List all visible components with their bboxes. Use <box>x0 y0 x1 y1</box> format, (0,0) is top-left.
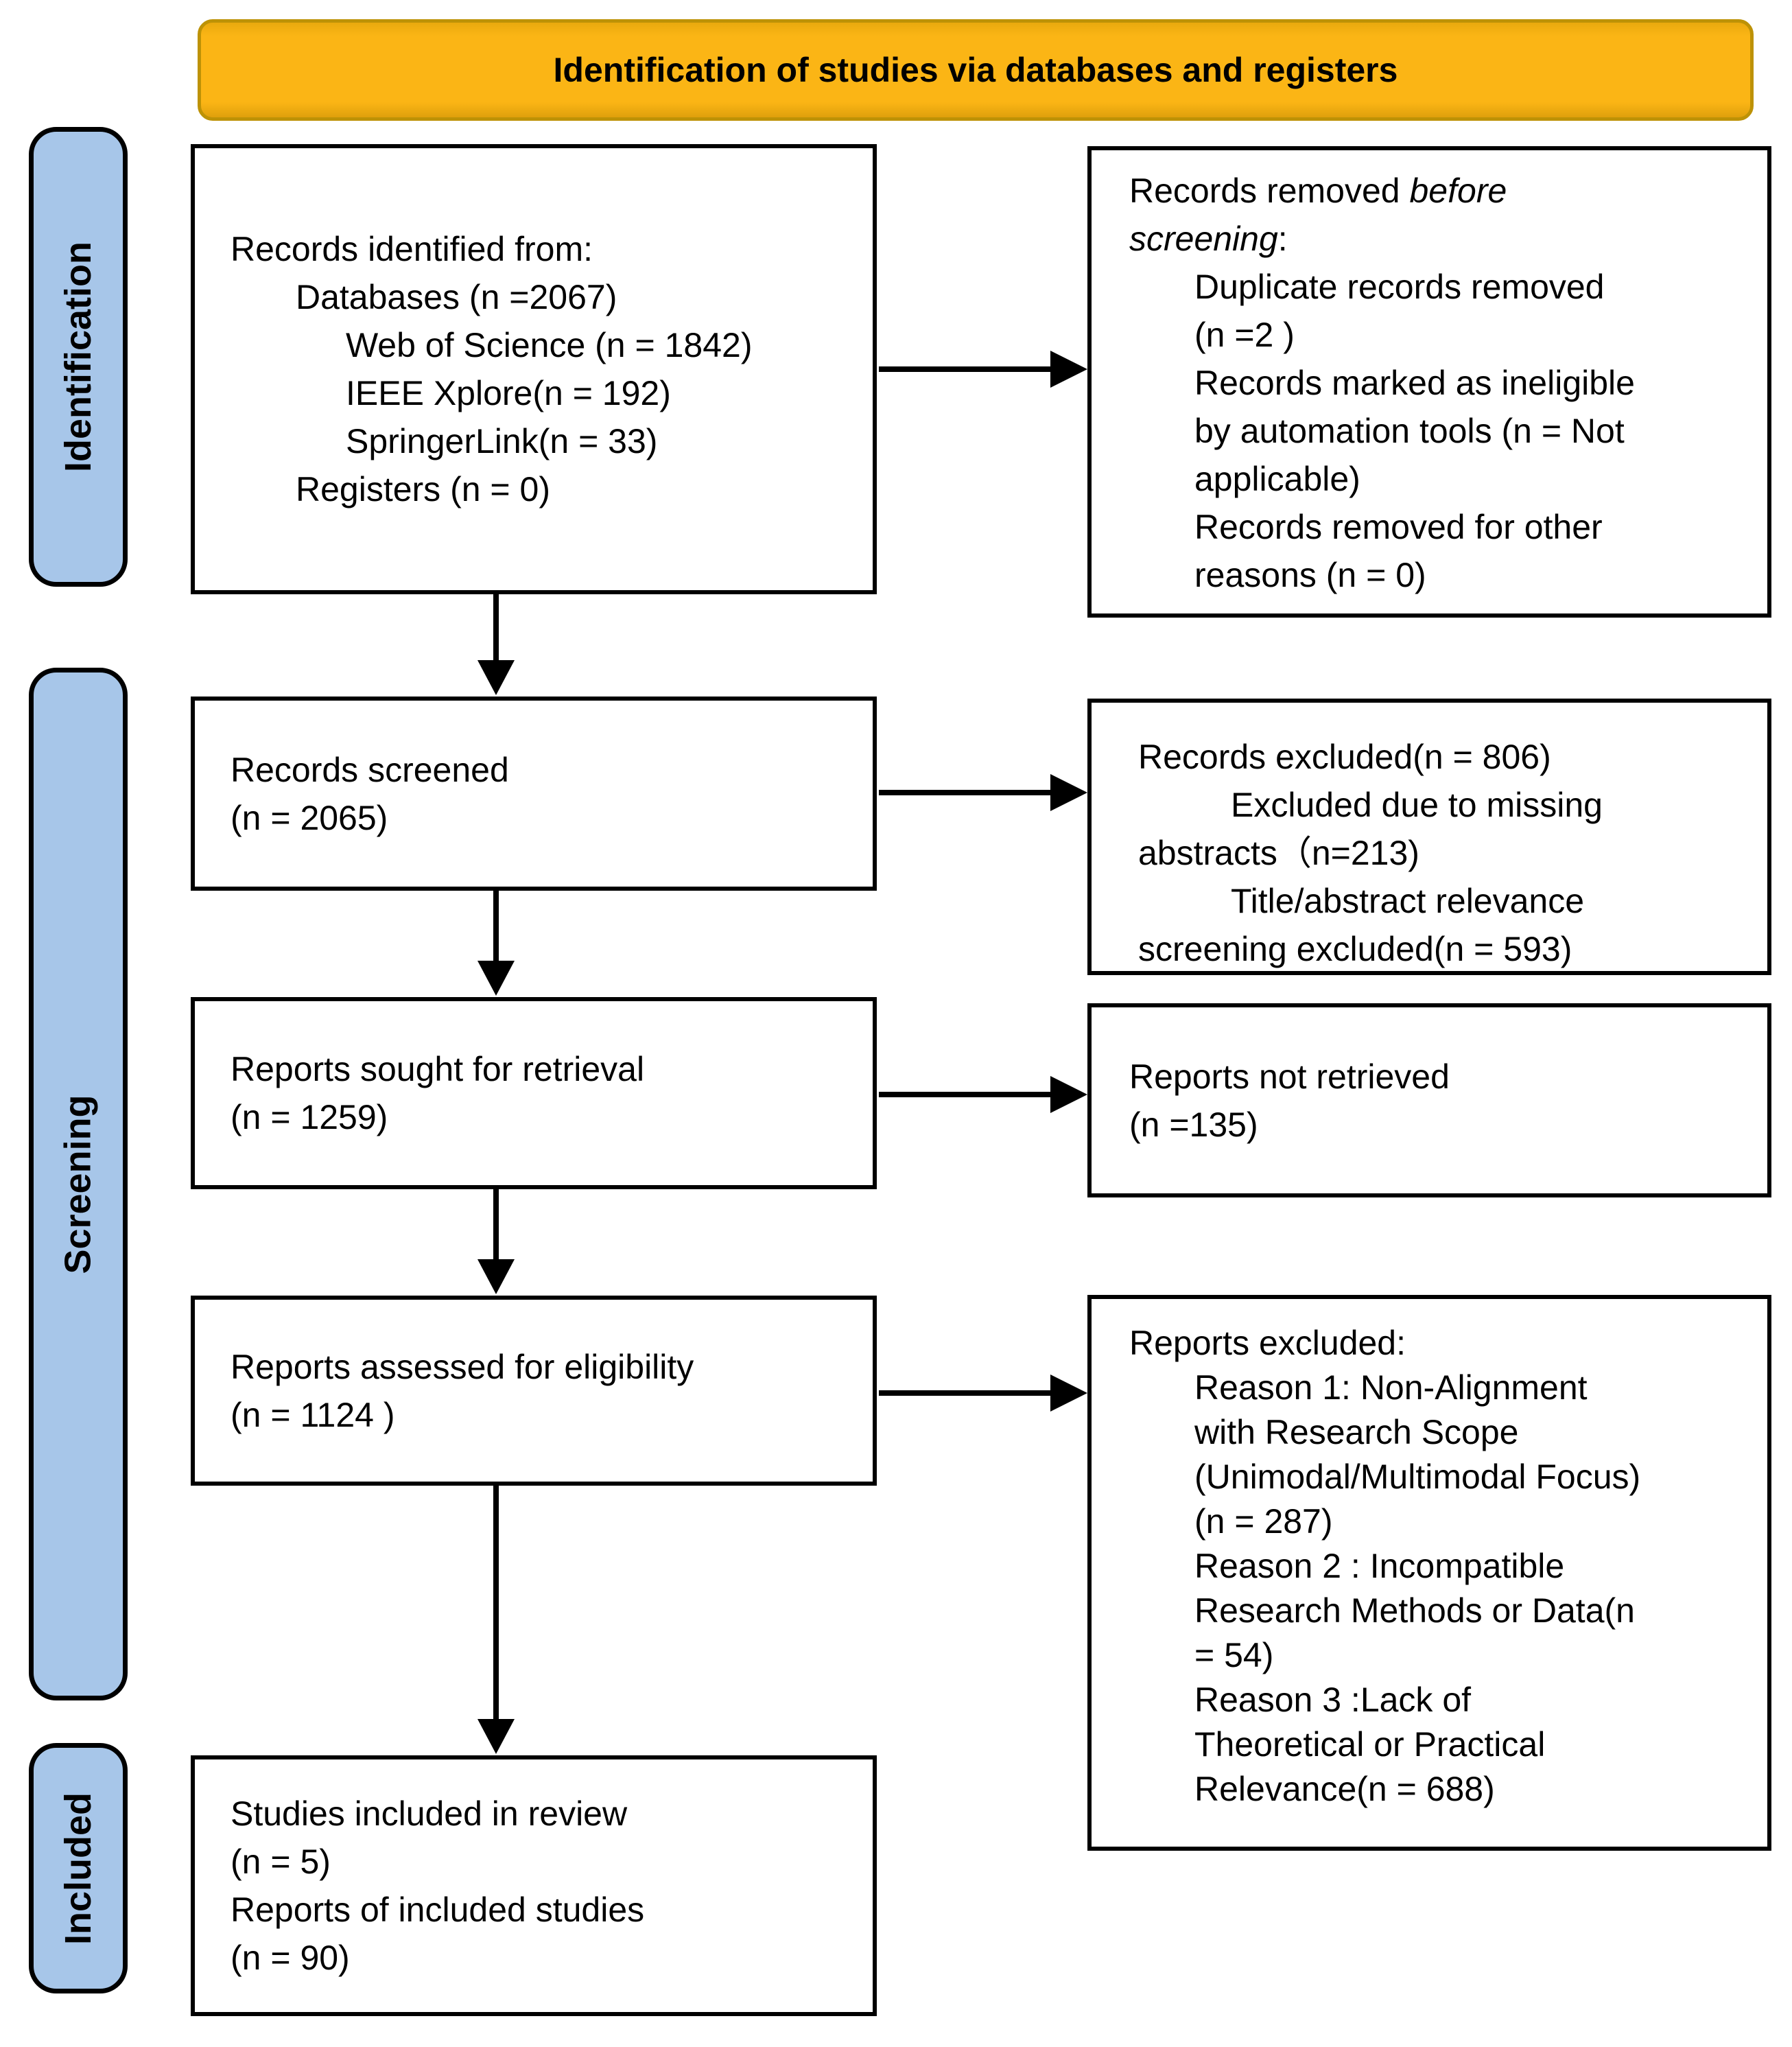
arrow-sought-to-assessed <box>478 1188 515 1294</box>
text-line: Studies included in review <box>231 1794 628 1833</box>
box-records-removed-before-screening: Records removed before screening: Duplic… <box>1087 146 1771 618</box>
text-line: Reports excluded: <box>1129 1324 1406 1362</box>
text-line: screening: <box>1129 220 1288 258</box>
text-line: Excluded due to missing <box>1231 786 1603 824</box>
stage-bar-identification: Identification <box>29 127 128 587</box>
text-line: Reason 3 :Lack of <box>1194 1681 1472 1719</box>
text-line: (n = 287) <box>1194 1502 1333 1541</box>
text-line: Relevance(n = 688) <box>1194 1770 1495 1808</box>
text-line: = 54) <box>1194 1636 1274 1674</box>
text-line: screening excluded(n = 593) <box>1138 930 1572 968</box>
text-line: with Research Scope <box>1194 1413 1519 1451</box>
text-line: applicable) <box>1194 460 1360 498</box>
box-reports-assessed-for-eligibility: Reports assessed for eligibility (n = 11… <box>191 1296 877 1486</box>
text-line: (n =2 ) <box>1194 316 1295 354</box>
text-line: (n =135) <box>1129 1105 1258 1144</box>
text-line: abstracts（n=213) <box>1138 834 1419 872</box>
box-records-screened: Records screened (n = 2065) <box>191 697 877 891</box>
text-line: Research Methods or Data(n <box>1194 1591 1635 1630</box>
arrow-screened-to-sought <box>478 889 515 996</box>
text-line: SpringerLink(n = 33) <box>346 422 658 460</box>
stage-bar-screening: Screening <box>29 668 128 1700</box>
text-line: Registers (n = 0) <box>296 470 550 508</box>
arrow-identified-to-screened <box>478 593 515 695</box>
text-line: IEEE Xplore(n = 192) <box>346 374 671 412</box>
text-line: Reports of included studies <box>231 1891 645 1929</box>
text-line: Records removed before <box>1129 172 1507 210</box>
text-line: Records identified from: <box>231 230 593 268</box>
box-reports-sought-for-retrieval: Reports sought for retrieval (n = 1259) <box>191 997 877 1189</box>
text-line: Reason 2 : Incompatible <box>1194 1547 1565 1585</box>
text-line: Reports sought for retrieval <box>231 1050 645 1088</box>
arrow-screened-to-excluded <box>879 774 1087 811</box>
arrow-assessed-to-reports-excluded <box>879 1375 1087 1412</box>
text-line: (Unimodal/Multimodal Focus) <box>1194 1458 1641 1496</box>
box-records-excluded: Records excluded(n = 806) Excluded due t… <box>1087 699 1771 975</box>
text-line: Title/abstract relevance <box>1231 882 1585 920</box>
text-line: Duplicate records removed <box>1194 268 1605 306</box>
arrow-identified-to-removed <box>879 351 1087 388</box>
text-line: Web of Science (n = 1842) <box>346 326 753 364</box>
box-reports-excluded: Reports excluded: Reason 1: Non-Alignmen… <box>1087 1295 1771 1851</box>
box-studies-included-in-review: Studies included in review (n = 5) Repor… <box>191 1755 877 2016</box>
text-line: Reports assessed for eligibility <box>231 1347 694 1386</box>
text-line: Records excluded(n = 806) <box>1138 738 1551 776</box>
box-reports-not-retrieved: Reports not retrieved (n =135) <box>1087 1003 1771 1197</box>
arrow-sought-to-not-retrieved <box>879 1076 1087 1113</box>
text-line: Records removed for other <box>1194 508 1603 546</box>
text-line: Records marked as ineligible <box>1194 364 1635 402</box>
text-line: reasons (n = 0) <box>1194 556 1426 594</box>
text-line: (n = 90) <box>231 1939 350 1977</box>
text-line: Databases (n =2067) <box>296 278 617 316</box>
box-records-identified: Records identified from: Databases (n =2… <box>191 144 877 594</box>
text-line: by automation tools (n = Not <box>1194 412 1625 450</box>
banner-title-text: Identification of studies via databases … <box>553 51 1398 89</box>
banner-title: Identification of studies via databases … <box>198 19 1754 121</box>
text-line: (n = 1259) <box>231 1098 388 1136</box>
text-line: (n = 5) <box>231 1843 331 1881</box>
text-line: (n = 2065) <box>231 798 388 837</box>
text-line: Theoretical or Practical <box>1194 1725 1546 1764</box>
text-line: Reason 1: Non-Alignment <box>1194 1368 1588 1407</box>
arrow-assessed-to-included <box>478 1484 515 1754</box>
text-line: Reports not retrieved <box>1129 1057 1450 1096</box>
stage-bar-included: Included <box>29 1743 128 1993</box>
text-line: Records screened <box>231 750 509 789</box>
text-line: (n = 1124 ) <box>231 1395 395 1434</box>
